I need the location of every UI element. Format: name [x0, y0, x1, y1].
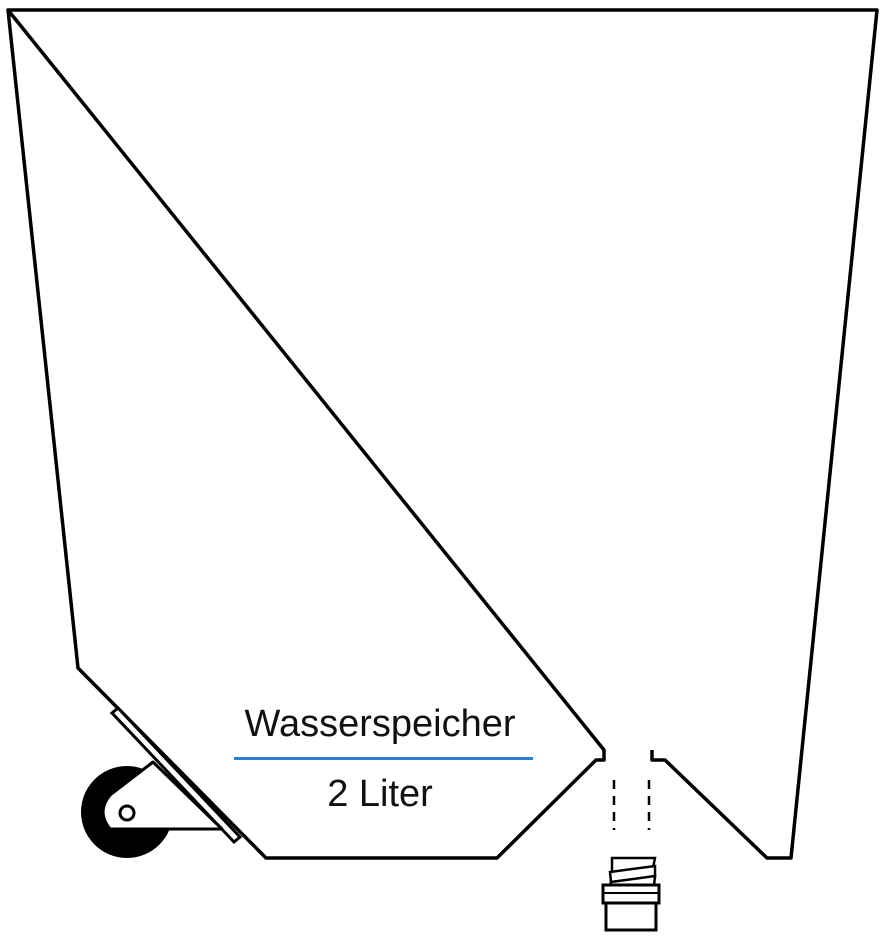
planter-body-outline — [6, 8, 879, 860]
drain-channel — [612, 780, 651, 830]
reservoir-title: Wasserspeicher — [244, 703, 516, 745]
label-divider — [234, 757, 533, 760]
reservoir-capacity: 2 Liter — [327, 773, 433, 815]
wheel-mount-plate — [109, 705, 243, 845]
caster-wheel-icon — [81, 760, 224, 858]
threaded-plug-icon — [601, 856, 661, 932]
